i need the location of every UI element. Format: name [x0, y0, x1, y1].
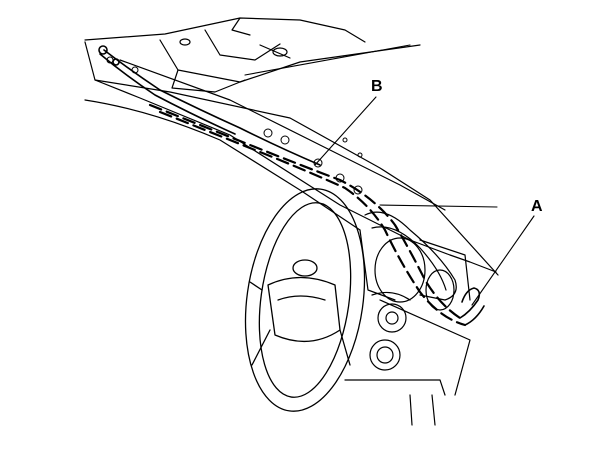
- center-vents: [369, 291, 411, 371]
- cowl-bracket: [84, 17, 421, 93]
- callout-label-b: B: [371, 78, 383, 95]
- connector-a: [459, 287, 485, 326]
- wire-harness: [98, 45, 321, 166]
- steering-wheel: [244, 188, 366, 412]
- callout-label-a: A: [531, 198, 543, 215]
- instrument-cluster: [364, 211, 457, 311]
- leader-line-a: [471, 215, 535, 306]
- dashboard-outline: [84, 41, 499, 426]
- leader-line-panel: [244, 44, 498, 208]
- harness-dashed-route: [148, 103, 467, 327]
- leader-line-b: [314, 96, 377, 166]
